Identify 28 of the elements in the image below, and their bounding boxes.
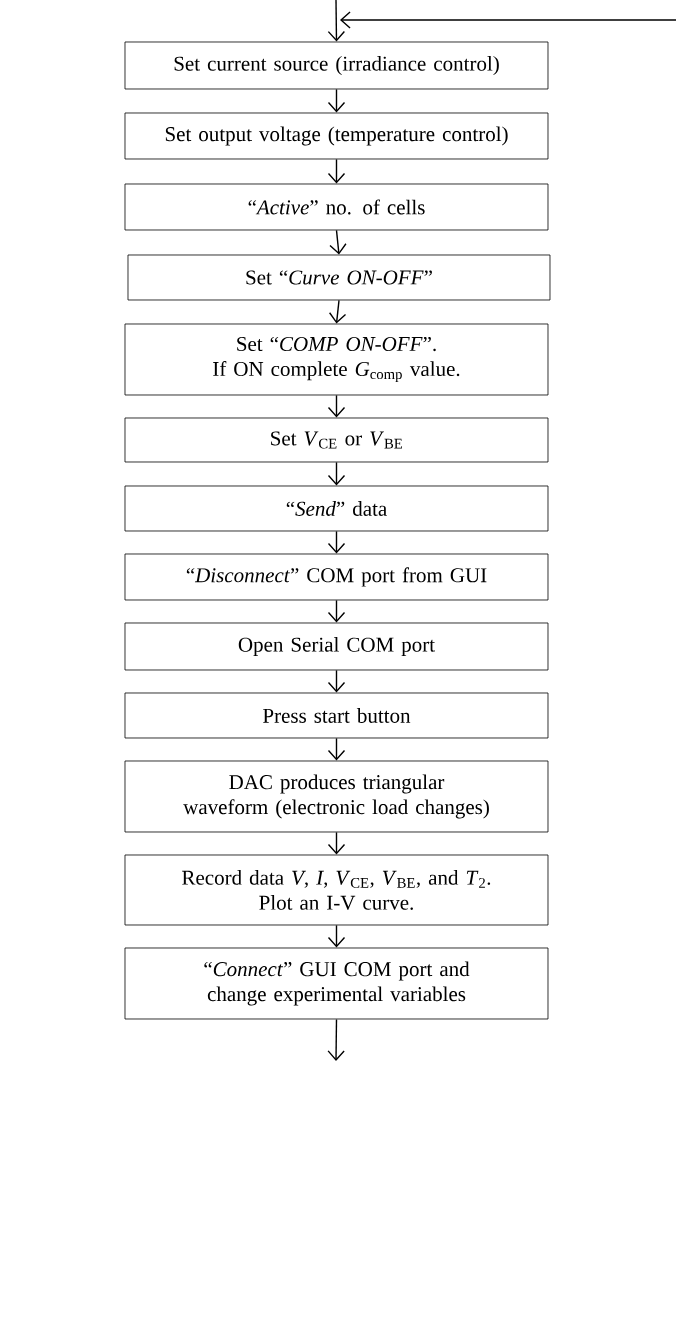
arrow (329, 229, 347, 255)
process-box: “Connect” GUI COM port and change experimental variables (124, 947, 549, 1020)
arrow (327, 88, 346, 113)
arrow (327, 924, 346, 948)
arrow (327, 669, 346, 693)
process-box: Record data V, I, V$_{CE}$, V$_{BE}$, and T$_{2}$. Plot an I-V curve. (124, 854, 549, 926)
process-box: Set output voltage (temperature control) (124, 112, 549, 160)
arrow (327, 599, 346, 623)
arrow (327, 530, 346, 554)
arrow (340, 11, 677, 29)
process-box: Set “COMP ON-OFF”. If ON complete G$_{comp}$ value. (124, 323, 549, 396)
arrow (328, 299, 347, 324)
process-box: DAC produces triangular waveform (electronic load changes) (124, 760, 549, 833)
arrow (327, 461, 346, 486)
process-box: Set current source (irradiance control) (124, 41, 549, 90)
arrow (327, 1018, 345, 1061)
process-box: Open Serial COM port (124, 622, 549, 671)
process-box: “Disconnect” COM port from GUI (124, 553, 549, 601)
process-box: “Active” no. of cells (124, 183, 549, 231)
process-box: Set V$_{CE}$ or V$_{BE}$ (124, 417, 549, 463)
arrow (327, 831, 346, 855)
arrow (327, 394, 346, 418)
process-box: “Send” data (124, 485, 549, 532)
arrow (327, 737, 346, 761)
arrow (327, 0, 346, 42)
process-box: Set “Curve ON-OFF” (127, 254, 551, 301)
process-box: Press start button (124, 692, 549, 739)
arrow (327, 158, 346, 184)
